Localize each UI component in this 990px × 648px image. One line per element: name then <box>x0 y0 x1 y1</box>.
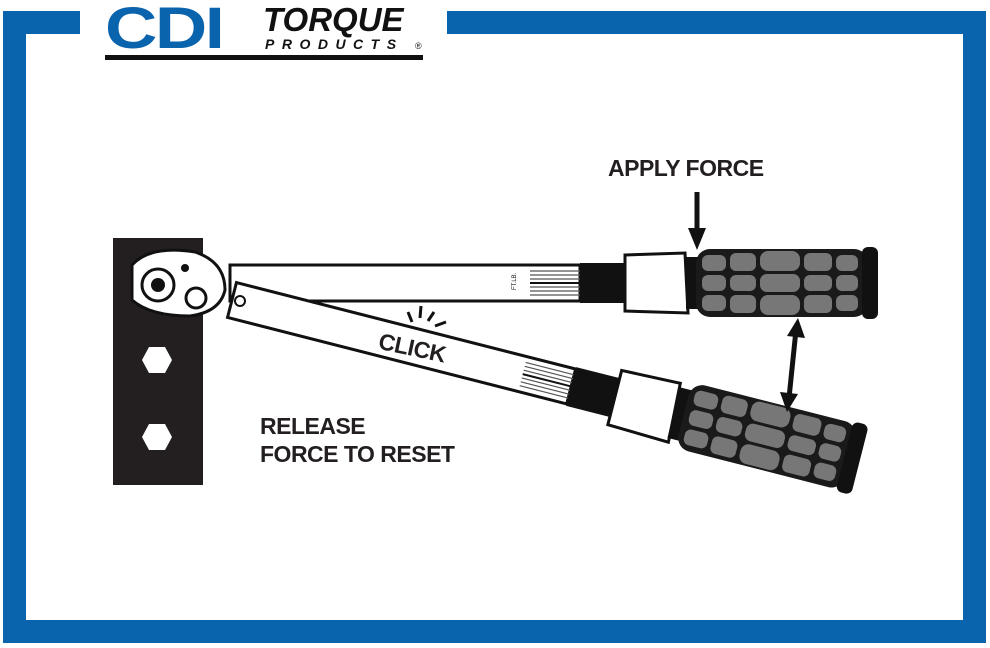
logo-underline <box>105 55 423 60</box>
logo-products: PRODUCTS <box>265 36 404 52</box>
logo-registered: ® <box>415 41 422 51</box>
reset-double-arrow-icon <box>780 318 805 412</box>
cdi-logo: CDI TORQUE PRODUCTS ® <box>105 0 425 63</box>
apply-force-label: APPLY FORCE <box>608 155 764 181</box>
release-label-line2: FORCE TO RESET <box>260 441 455 467</box>
ratchet-head <box>130 248 246 318</box>
hex-bolt-icon <box>142 347 172 373</box>
scale-unit-label: FT.LB. <box>512 272 518 290</box>
click-burst-icon <box>406 305 447 328</box>
apply-force-arrow-icon <box>688 192 706 250</box>
logo-cdi: CDI <box>105 0 225 61</box>
release-label-line1: RELEASE <box>260 413 366 439</box>
hex-bolt-icon <box>142 424 172 450</box>
logo-torque: TORQUE <box>263 1 404 38</box>
logo-gap <box>80 0 447 40</box>
